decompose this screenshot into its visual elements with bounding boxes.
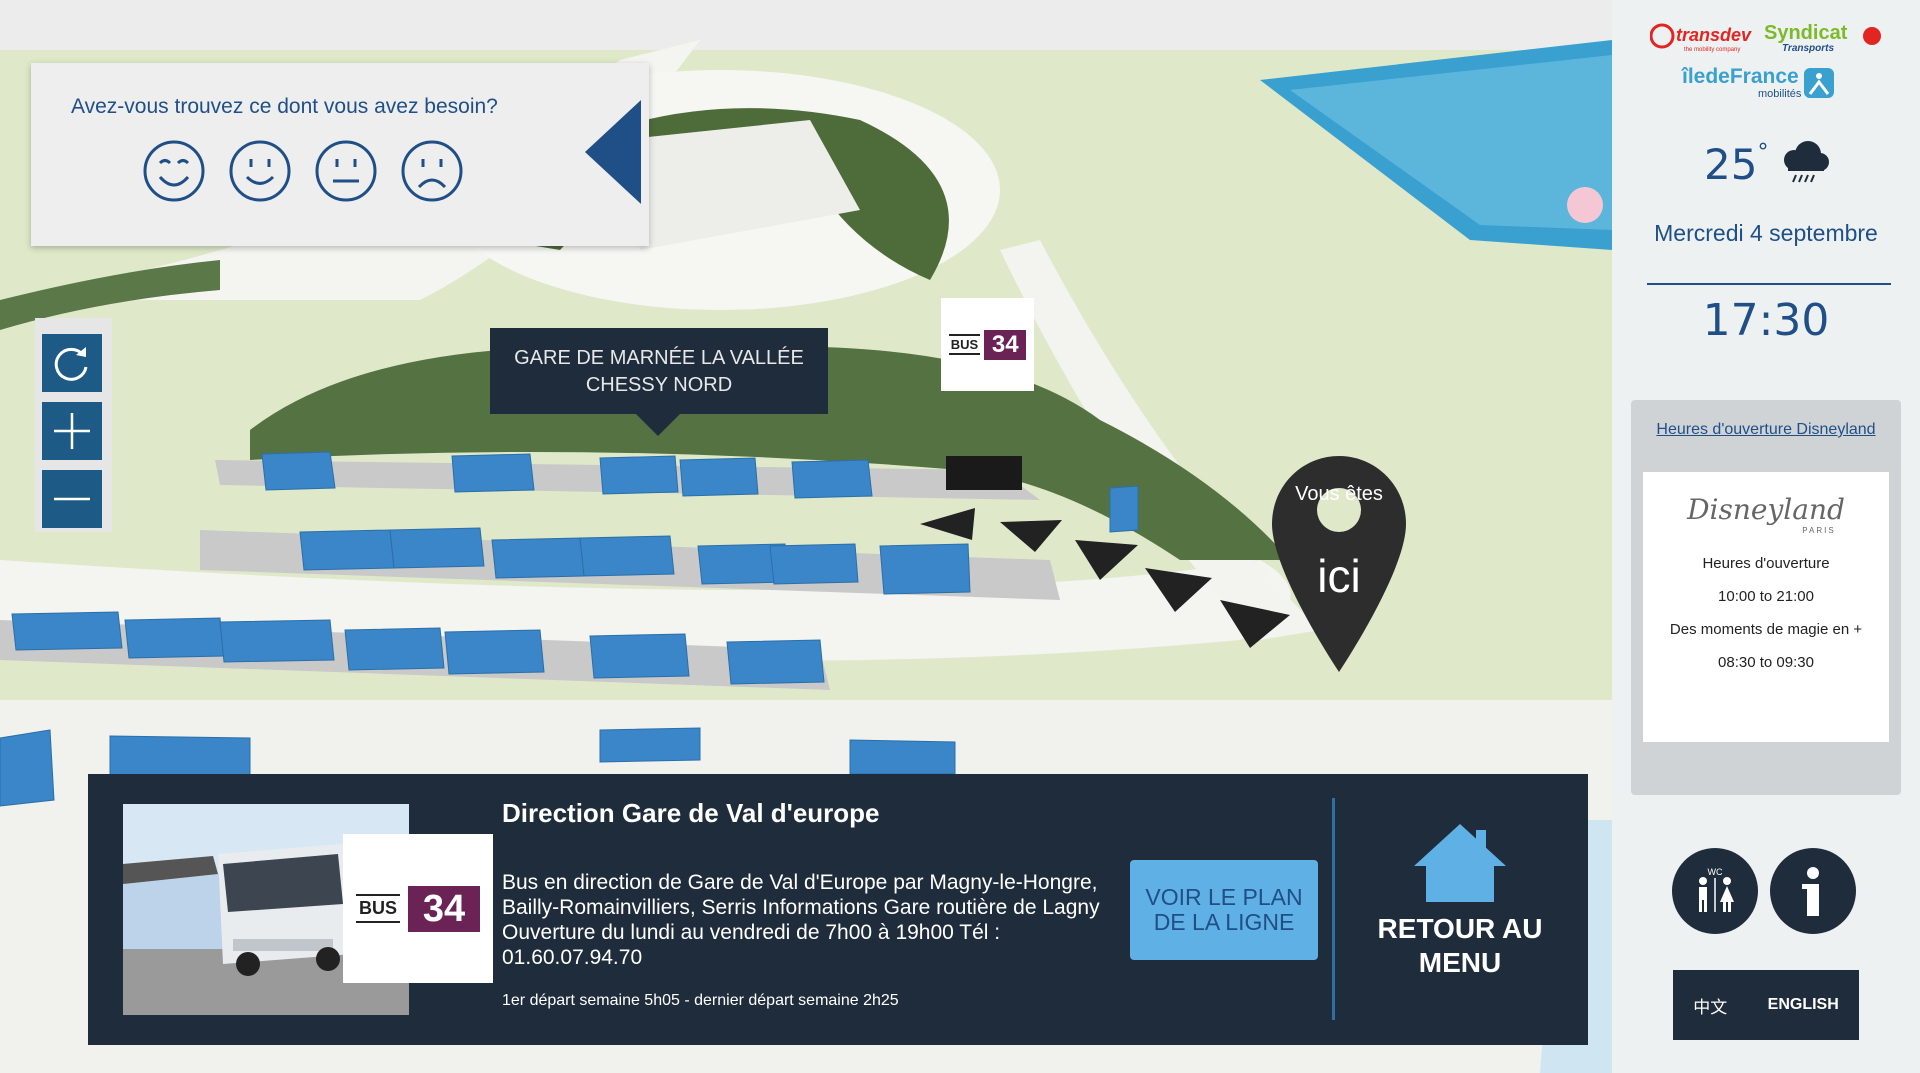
sad-face-icon[interactable] [400,139,464,203]
wc-label: WC [1708,867,1723,877]
temperature: 25 [1704,140,1758,189]
feedback-question: Avez-vous trouvez ce dont vous avez beso… [71,95,498,118]
plus-icon [54,413,90,449]
very-happy-face-icon[interactable] [142,139,206,203]
back-to-menu-label: RETOUR AU MENU [1377,913,1543,978]
collapse-arrow-icon[interactable] [585,100,641,204]
bus-prefix: BUS [355,894,400,923]
sidebar: transdev the mobility company Syndicat T… [1612,0,1920,1073]
current-date: Mercredi 4 septembre [1654,220,1878,246]
info-button[interactable] [1770,848,1856,934]
disneyland-hours-card: Heures d'ouverture Disneyland Disneyland… [1631,400,1901,795]
map-bus-34-marker[interactable]: BUS 34 [941,298,1034,391]
back-to-menu-button[interactable]: RETOUR AU MENU [1360,824,1560,1004]
bus-line-badge: BUS 34 [948,329,1027,360]
direction-title: Direction Gare de Val d'europe [502,798,880,828]
idf-logo-text: îledeFrance [1681,65,1799,88]
disneyland-logo: Disneyland PARIS [1686,493,1845,535]
neutral-face-icon[interactable] [314,139,378,203]
info-icon [1802,867,1819,916]
syndicat-logo-tagline: Transports [1782,43,1834,54]
happy-face-icon[interactable] [228,139,292,203]
language-switcher: 中文 ENGLISH [1673,970,1859,1040]
partner-logos: transdev the mobility company Syndicat T… [1650,22,1881,100]
panel-divider [1332,798,1335,1020]
direction-description: Bus en direction de Gare de Val d'Europe… [502,871,1100,969]
line-info-panel: BUS 34 Direction Gare de Val d'europe Bu… [88,774,1588,1045]
refresh-icon [54,347,88,381]
station-label[interactable]: GARE DE MARNÉE LA VALLÉE CHESSY NORD [490,328,828,436]
feedback-panel: Avez-vous trouvez ce dont vous avez beso… [31,63,649,246]
zoom-in-button[interactable] [42,402,102,460]
rain-cloud-icon [1784,141,1830,183]
disneyland-logo-sub: PARIS [1802,526,1835,535]
view-line-map-button[interactable]: VOIR LE PLAN DE LA LIGNE [1130,860,1318,960]
wc-icon: WC [1699,867,1734,912]
bus-number: 34 [408,885,480,932]
departure-times: 1er départ semaine 5h05 - dernier départ… [502,992,899,1009]
map-zoom-controls [35,318,112,532]
zoom-out-button[interactable] [42,470,102,528]
disneyland-logo-text: Disneyland [1686,493,1845,526]
wc-button[interactable]: WC [1672,848,1758,934]
language-chinese-button[interactable]: 中文 [1693,997,1728,1017]
home-icon [1414,824,1506,902]
transdev-logo-text: transdev [1676,25,1752,45]
syndicat-logo-text: Syndicat [1764,22,1848,44]
disneyland-hours-label: Heures d'ouverture [1702,555,1830,572]
reset-view-button[interactable] [42,334,102,392]
you-are-here-pin-icon: Vous êtes ici [1272,456,1406,672]
you-are-here-main-label: ici [1317,550,1360,602]
date-time-divider [1647,283,1891,285]
degree-symbol: ° [1757,140,1769,165]
disneyland-magic-hours: 08:30 to 09:30 [1718,654,1814,671]
you-are-here-top-label: Vous êtes [1295,483,1383,505]
panel-bus-34-badge: BUS 34 [343,834,493,983]
current-time: 17:30 [1702,295,1830,346]
bus-line-badge: BUS 34 [355,885,480,932]
idf-logo-tagline: mobilités [1758,88,1802,100]
bus-prefix: BUS [948,334,981,355]
disneyland-magic-label: Des moments de magie en + [1669,621,1863,638]
station-label-line1: GARE DE MARNÉE LA VALLÉE [514,347,804,369]
disneyland-hours-content: Disneyland PARIS Heures d'ouverture 10:0… [1643,472,1889,742]
language-english-button[interactable]: ENGLISH [1767,996,1839,1013]
bus-number: 34 [984,329,1027,360]
station-label-line2: CHESSY NORD [585,374,733,396]
transdev-logo-tagline: the mobility company [1684,47,1740,53]
weather-widget: 25 ° [1704,140,1830,189]
disneyland-hours-value: 10:00 to 21:00 [1718,588,1814,605]
disneyland-hours-link[interactable]: Heures d'ouverture Disneyland [1656,421,1876,438]
minus-icon [54,497,90,501]
